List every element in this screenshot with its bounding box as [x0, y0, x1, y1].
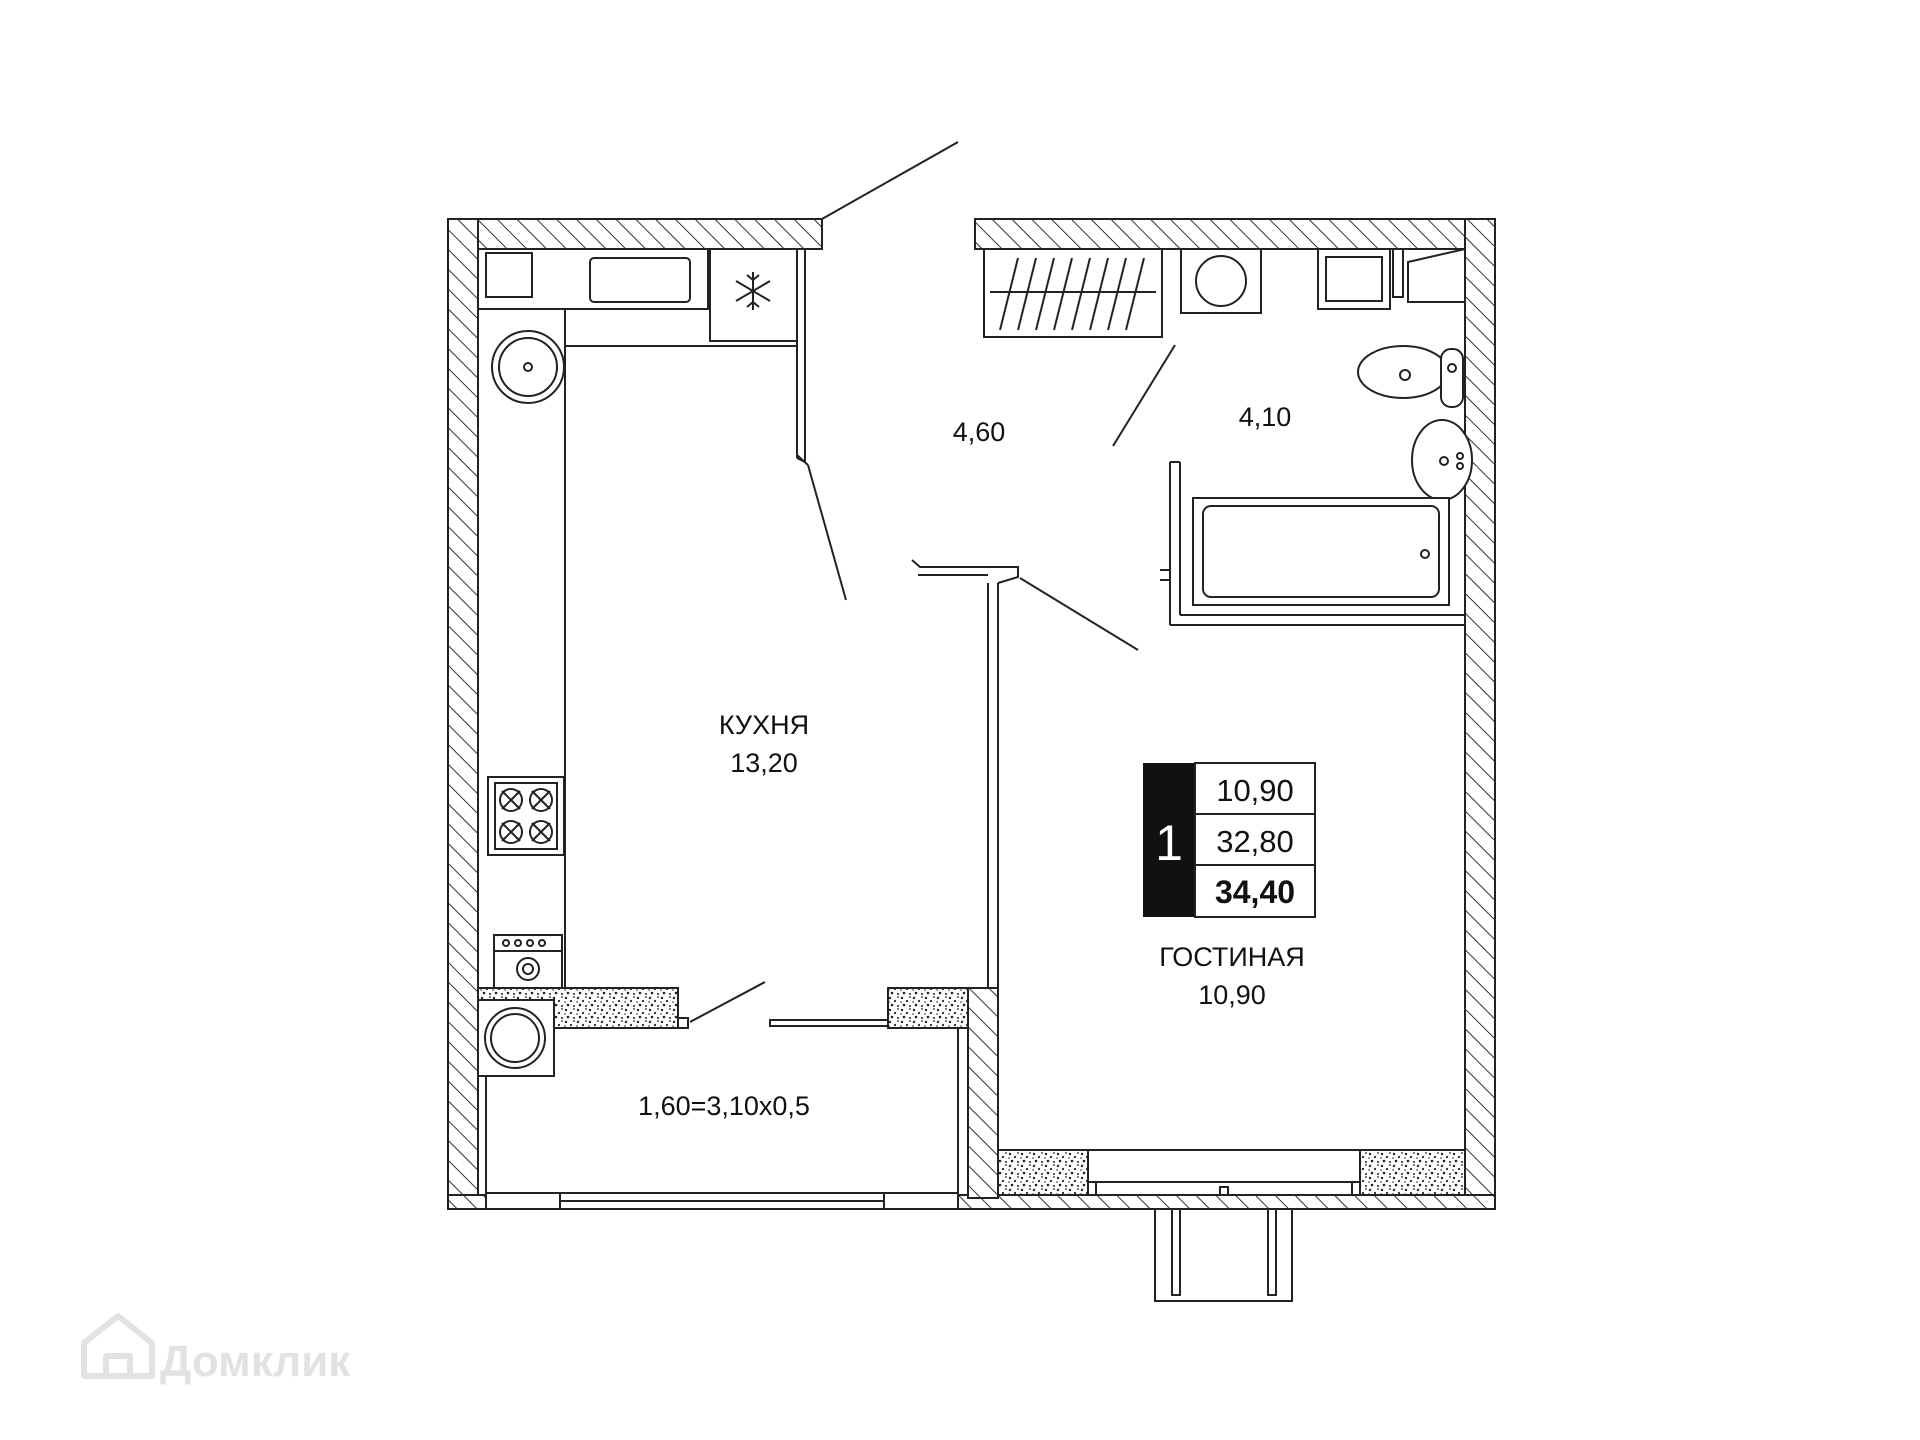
bathroom-washer	[1180, 248, 1262, 314]
bathroom-sink-icon	[1411, 419, 1473, 501]
wardrobe	[983, 248, 1163, 338]
watermark-text: Домклик	[160, 1337, 351, 1386]
door-swings	[689, 141, 1176, 1023]
balcony-area: 1,60=3,10х0,5	[638, 1091, 810, 1121]
watermark: Домклик	[81, 1313, 351, 1386]
total-area-value: 34,40	[1215, 874, 1295, 910]
house-logo-icon	[81, 1313, 155, 1379]
stove-icon	[487, 776, 565, 856]
bathroom-cabinet	[1317, 247, 1466, 310]
living-area-value: 10,90	[1216, 773, 1294, 808]
living-area: 10,90	[1198, 980, 1266, 1010]
toilet-icon	[1357, 345, 1464, 408]
living-name: ГОСТИНАЯ	[1159, 942, 1305, 972]
kitchen-name: КУХНЯ	[719, 710, 809, 740]
oven-icon	[493, 934, 563, 989]
washing-machine-icon	[477, 999, 555, 1077]
room-count: 1	[1155, 815, 1183, 871]
sink-icon	[491, 330, 565, 404]
kitchen-counter	[477, 248, 709, 989]
hall-area: 4,60	[953, 417, 1006, 447]
kitchen-area: 13,20	[730, 748, 798, 778]
fridge	[709, 248, 798, 342]
balcony-window	[485, 1192, 959, 1210]
bathroom-area: 4,10	[1239, 402, 1292, 432]
area-no-balcony-value: 32,80	[1216, 824, 1294, 859]
interior-walls	[478, 249, 1465, 988]
living-window	[997, 1149, 1466, 1196]
exterior-step	[1154, 1208, 1293, 1302]
area-summary: 1 10,90 32,80 34,40	[1143, 762, 1316, 918]
bathtub-icon	[1192, 497, 1450, 606]
outer-walls	[447, 218, 1496, 1210]
snowflake-icon	[735, 272, 771, 310]
